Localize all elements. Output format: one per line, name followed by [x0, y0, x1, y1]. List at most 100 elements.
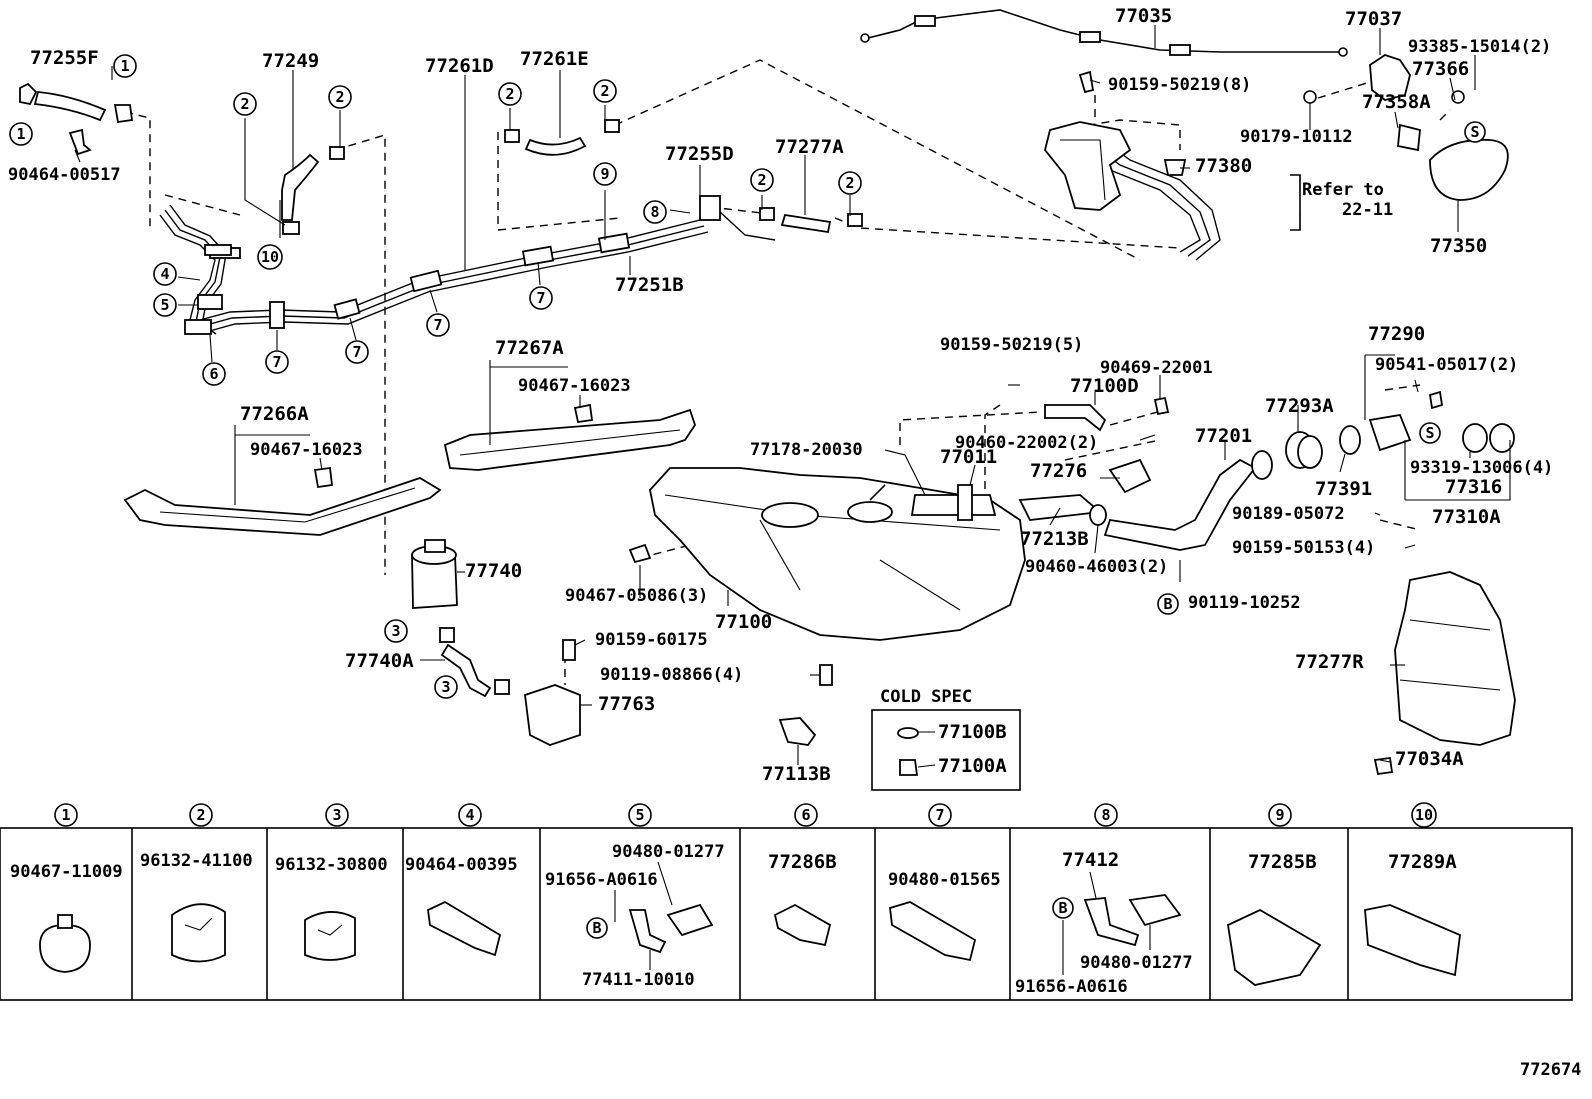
label-77380: 77380	[1195, 155, 1252, 177]
label-77100a: 77100A	[938, 755, 1007, 777]
svg-text:7: 7	[536, 289, 545, 307]
fuel-lid-77350	[1397, 90, 1509, 201]
protector-77267a	[443, 403, 696, 471]
protector-77113b	[778, 717, 817, 746]
callout-b: B	[1157, 593, 1179, 615]
callout-2-f: 2	[838, 171, 862, 195]
label-77261e: 77261E	[520, 48, 589, 70]
label-refer-to: Refer to	[1302, 180, 1384, 200]
legend-grid	[0, 827, 1573, 1001]
protector-77316	[1428, 390, 1515, 453]
part-labels: 77255F 77249 77261D 77261E 77035 77037 9…	[8, 5, 1553, 785]
svg-text:9: 9	[1275, 806, 1284, 824]
legend-col-2: 2 96132-41100	[140, 803, 253, 871]
label-77213b: 77213B	[1020, 528, 1089, 550]
svg-text:B: B	[1163, 595, 1172, 613]
svg-text:10: 10	[261, 248, 279, 266]
label-77277r: 77277R	[1295, 651, 1364, 673]
protector-77266a	[123, 466, 442, 536]
label-90179-10112: 90179-10112	[1240, 127, 1353, 147]
legend-col-9: 9 77285B	[1248, 803, 1317, 873]
label-90189-05072: 90189-05072	[1232, 504, 1345, 524]
filler-assembly	[1044, 70, 1187, 211]
svg-text:7: 7	[433, 316, 442, 334]
svg-text:4: 4	[465, 806, 474, 824]
svg-text:90467-11009: 90467-11009	[10, 862, 123, 882]
callout-2-d: 2	[593, 79, 617, 103]
label-77366: 77366	[1412, 58, 1469, 80]
label-22-11: 22-11	[1342, 200, 1393, 220]
label-90467-05086: 90467-05086(3)	[565, 586, 708, 606]
callout-2-e: 2	[750, 168, 774, 192]
label-77391: 77391	[1315, 478, 1372, 500]
callout-10: 10	[257, 244, 283, 270]
svg-text:90480-01565: 90480-01565	[888, 870, 1001, 890]
callout-2-b: 2	[328, 85, 352, 109]
label-77035: 77035	[1115, 5, 1172, 27]
svg-text:3: 3	[332, 806, 341, 824]
label-77255d: 77255D	[665, 143, 734, 165]
callout-circles: 1 1 2 2 2 2 2 2	[9, 54, 1486, 699]
bolt-90119-08866	[819, 664, 833, 686]
refer-bracket	[1290, 174, 1301, 231]
filler-neck-77201	[1103, 450, 1273, 551]
hose-77249	[281, 146, 345, 235]
legend-labels: 1 90467-11009 2 96132-41100 3 96132-3080…	[10, 802, 1457, 997]
label-90467-16023-a: 90467-16023	[518, 376, 631, 396]
bracket-77037	[1303, 54, 1411, 104]
legend-col-10: 10 77289A	[1388, 802, 1457, 873]
label-90119-08866: 90119-08866(4)	[600, 665, 743, 685]
label-77740a: 77740A	[345, 650, 414, 672]
gauge-77011	[910, 484, 997, 521]
callout-1-b: 1	[9, 122, 33, 146]
legend-col-7: 7 90480-01565	[888, 803, 1001, 890]
filler-pipe-77290	[1368, 413, 1412, 452]
svg-text:77285B: 77285B	[1248, 851, 1317, 873]
svg-text:1: 1	[120, 57, 129, 75]
label-90467-16023-b: 90467-16023	[250, 440, 363, 460]
hose-77740a	[439, 627, 510, 698]
svg-text:4: 4	[160, 265, 169, 283]
callout-3-b: 3	[434, 675, 458, 699]
hose-77277a	[759, 207, 863, 234]
legend-shapes	[39, 894, 1461, 986]
clamp-10-part	[204, 244, 232, 256]
label-90460-22002: 90460-22002(2)	[955, 433, 1098, 453]
svg-text:90480-01277: 90480-01277	[1080, 953, 1193, 973]
callout-s-a: S	[1464, 121, 1486, 143]
bracket-77763	[524, 639, 581, 746]
svg-text:2: 2	[757, 171, 766, 189]
label-90159-50219-8: 90159-50219(8)	[1108, 75, 1251, 95]
svg-text:1: 1	[61, 806, 70, 824]
svg-text:2: 2	[196, 806, 205, 824]
svg-text:2: 2	[335, 88, 344, 106]
label-77261d: 77261D	[425, 55, 494, 77]
svg-text:6: 6	[801, 806, 810, 824]
legend-col-1: 1 90467-11009	[10, 803, 123, 882]
svg-text:S: S	[1425, 424, 1434, 442]
callout-7-d: 7	[529, 286, 553, 310]
legend-col-8: 8 77412 90480-01277 91656-A0616 B	[1015, 803, 1193, 997]
label-77277a: 77277A	[775, 136, 844, 158]
legend-col-4: 4 90464-00395	[405, 803, 518, 875]
label-93319-13006: 93319-13006(4)	[1410, 458, 1553, 478]
label-90541-05017: 90541-05017(2)	[1375, 355, 1518, 375]
svg-text:90464-00395: 90464-00395	[405, 855, 518, 875]
label-cold-spec: COLD SPEC	[880, 687, 972, 707]
label-77034a: 77034A	[1395, 748, 1464, 770]
label-90159-60175: 90159-60175	[595, 630, 708, 650]
callout-8: 8	[643, 200, 667, 224]
hose-77261e	[504, 119, 620, 156]
label-77316: 77316	[1445, 476, 1502, 498]
label-77276: 77276	[1030, 460, 1087, 482]
label-77178-20030: 77178-20030	[750, 440, 863, 460]
svg-text:2: 2	[240, 95, 249, 113]
svg-text:3: 3	[391, 622, 400, 640]
label-93385-15014: 93385-15014(2)	[1408, 37, 1551, 57]
label-77763: 77763	[598, 693, 655, 715]
hose-77255f	[19, 82, 134, 156]
svg-text:10: 10	[1415, 806, 1433, 824]
label-77251b: 77251B	[615, 274, 684, 296]
grommet-77293a	[1285, 431, 1323, 469]
svg-text:8: 8	[650, 203, 659, 221]
